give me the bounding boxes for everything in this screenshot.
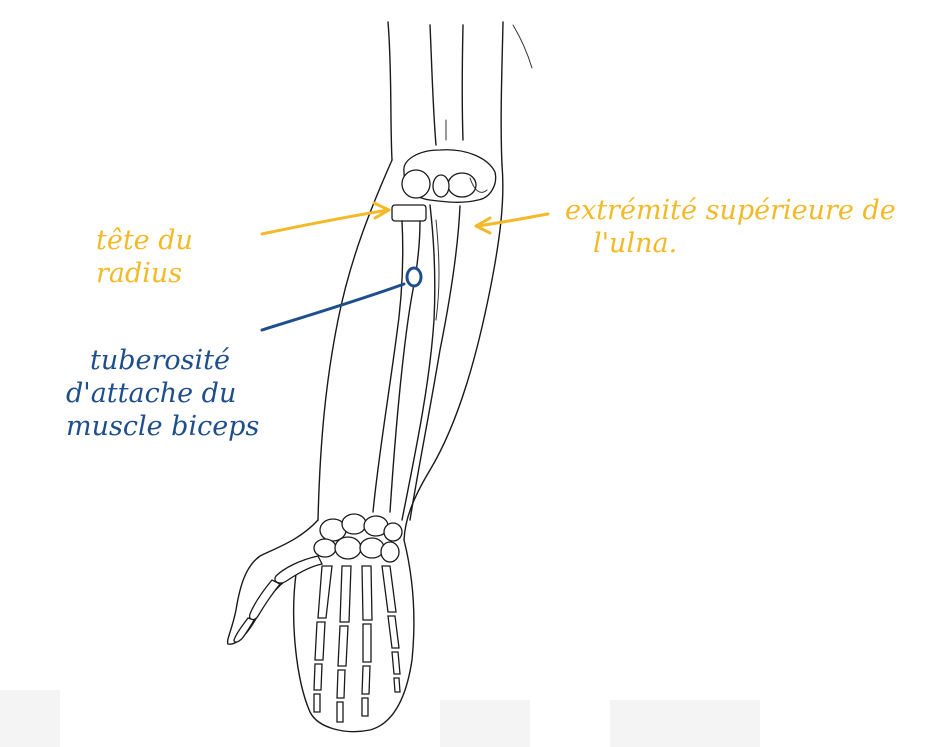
radius — [372, 220, 404, 513]
ulna — [435, 219, 440, 321]
arrow-radius-head — [260, 201, 391, 236]
radius-head — [391, 204, 427, 222]
label-biceps-tuberosity-line1: tuberosité — [90, 345, 230, 376]
upper-arm-outline — [387, 21, 393, 161]
label-ulna-upper-line1: extrémité supérieure de — [565, 195, 896, 226]
ulna — [409, 205, 461, 521]
arrow-ulna-upper — [474, 212, 550, 235]
humerus — [429, 24, 437, 146]
biceps-tuberosity — [405, 266, 423, 288]
upper-arm-outline — [500, 21, 504, 166]
background-shape — [610, 700, 760, 747]
trochlea — [432, 174, 450, 198]
forearm-outline — [317, 159, 393, 521]
arm-contour-line — [512, 24, 533, 69]
background-shape — [0, 690, 60, 747]
carpal-bones — [313, 513, 403, 563]
label-radius-head-line2: radius — [96, 258, 183, 289]
humerus — [461, 24, 464, 141]
hand-outline — [292, 539, 415, 733]
label-biceps-tuberosity-line2: d'attache du — [66, 378, 237, 409]
trochlea — [447, 172, 477, 198]
label-biceps-tuberosity: tuberosité d'attache du muscle biceps — [66, 344, 259, 443]
capitulum — [401, 169, 431, 199]
label-radius-head: tête du radius — [96, 224, 193, 290]
label-radius-head-line1: tête du — [96, 225, 193, 256]
arrow-biceps-tuberosity — [260, 282, 406, 332]
label-biceps-tuberosity-line3: muscle biceps — [66, 411, 260, 442]
olecranon — [469, 177, 488, 193]
thumb-bones — [233, 555, 323, 643]
radius — [389, 220, 421, 513]
finger-bones — [313, 565, 401, 723]
forearm-outline — [403, 164, 504, 541]
background-shape — [440, 700, 530, 747]
label-ulna-upper-line2: l'ulna. — [593, 228, 678, 259]
ulna — [401, 204, 436, 521]
label-ulna-upper: extrémité supérieure de l'ulna. — [565, 194, 896, 260]
